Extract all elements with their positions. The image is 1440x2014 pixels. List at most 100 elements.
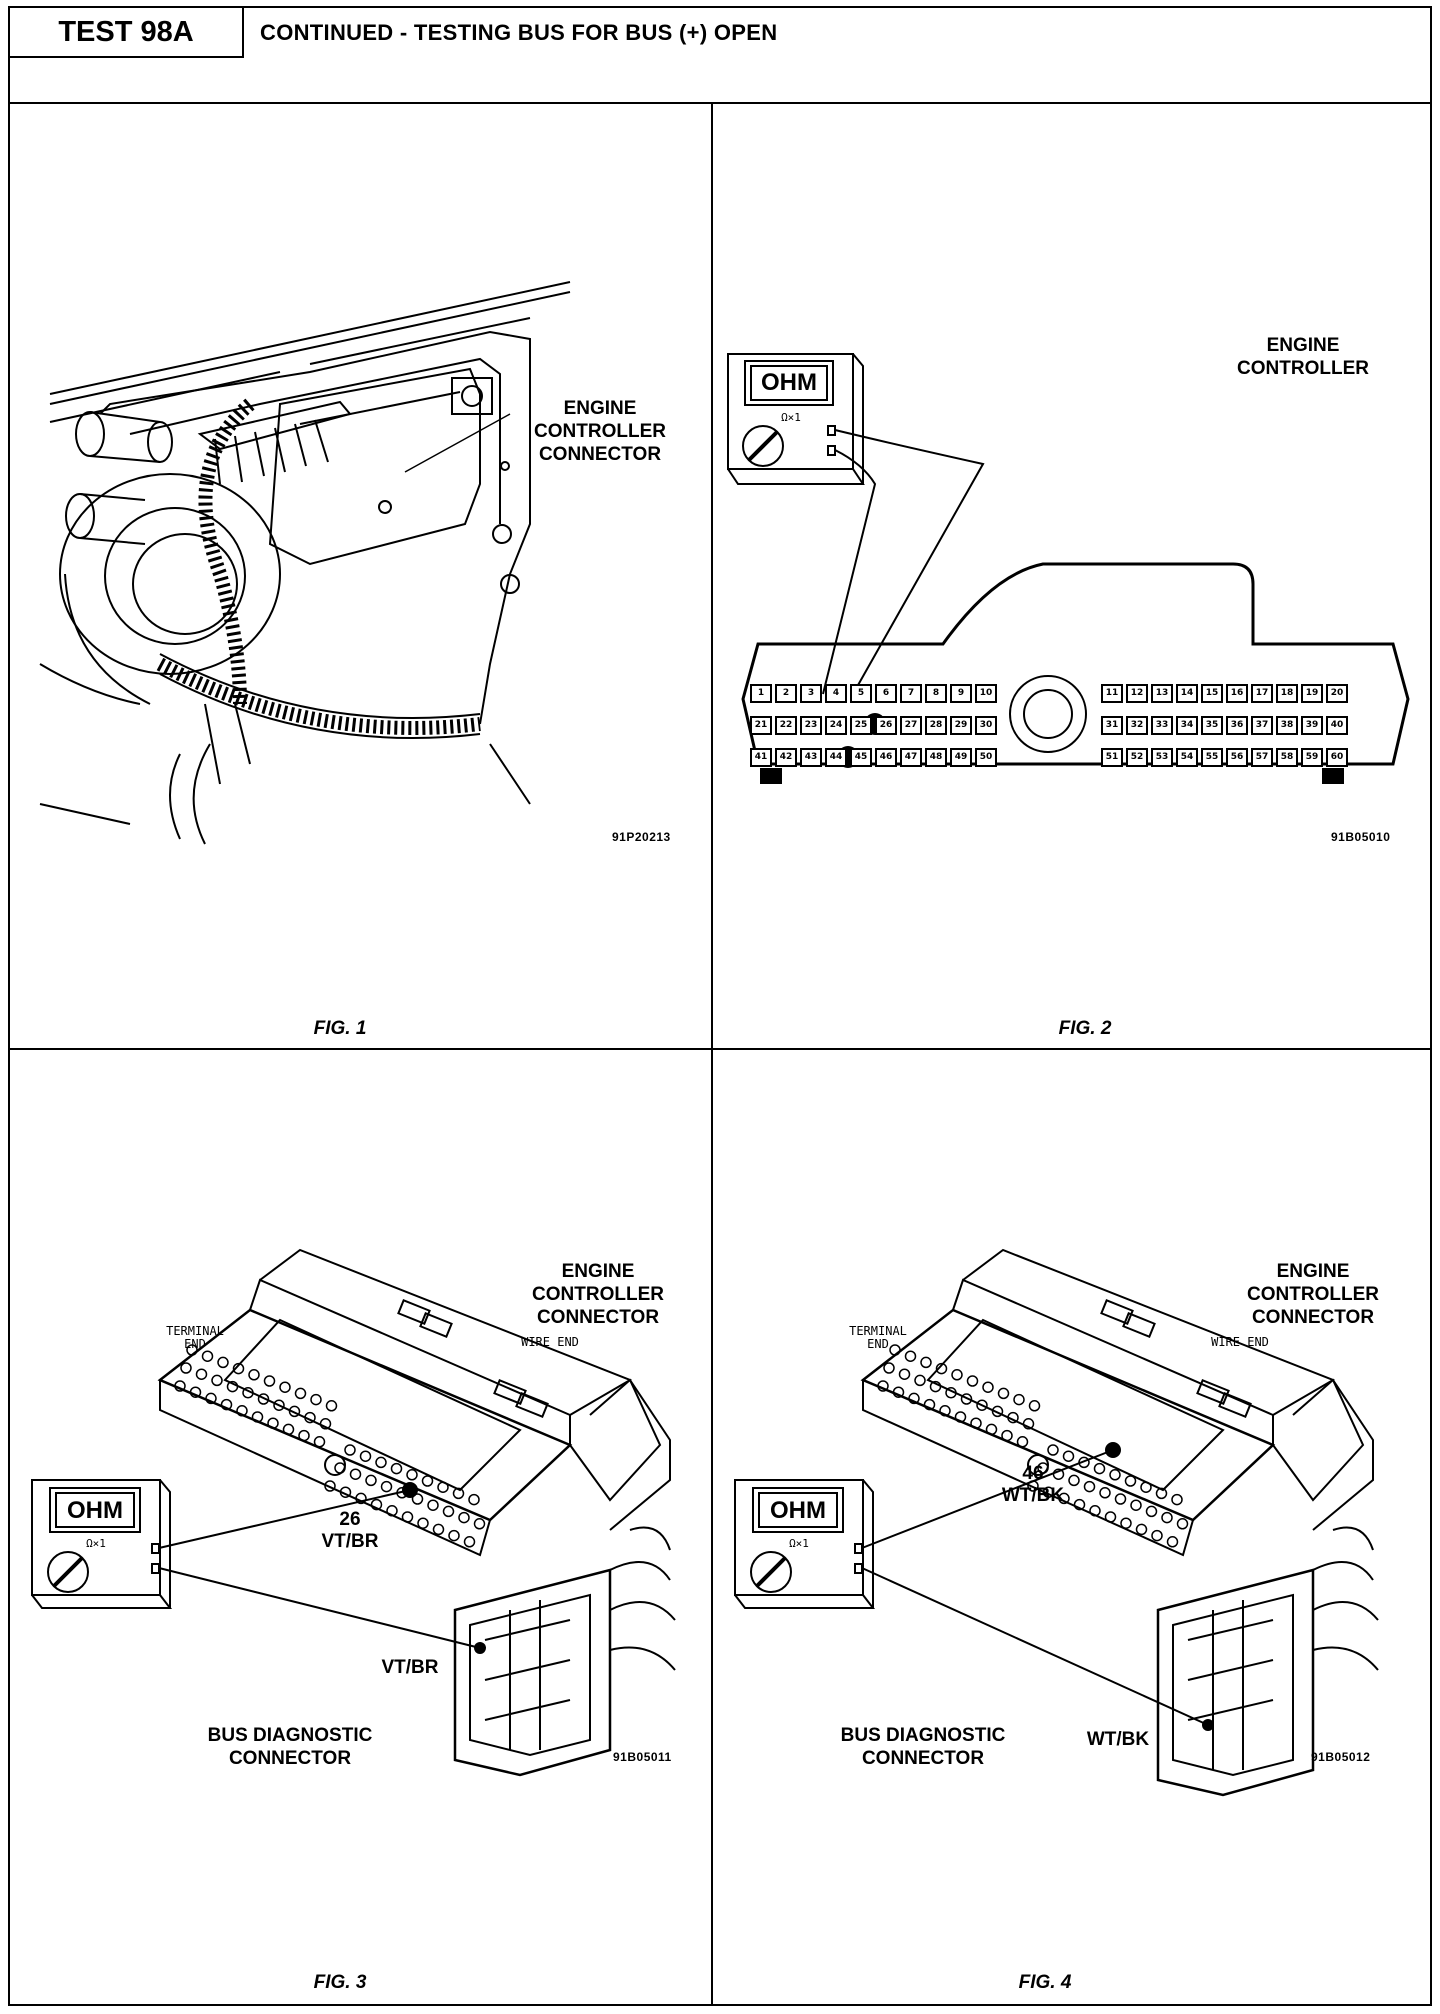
page-sheet: TEST 98A CONTINUED - TESTING BUS FOR BUS… (8, 6, 1432, 2006)
wire-color-label-bus: WT/BK (1086, 1729, 1150, 1750)
connector-pin-hole (945, 1387, 957, 1399)
connector-pin-hole (406, 1469, 418, 1481)
wire-color-label-bus: VT/BR (381, 1657, 439, 1678)
terminal-20: 20 (1326, 684, 1348, 703)
terminal-46: 46 (875, 748, 897, 767)
terminal-47: 47 (900, 748, 922, 767)
connector-pin-hole (1083, 1480, 1096, 1493)
figure-2-label: FIG. 2 (1058, 1018, 1112, 1039)
connector-pin-hole (1042, 1486, 1055, 1498)
terminal-end-line: TERMINAL (849, 1324, 907, 1338)
connector-pin-hole (1120, 1517, 1132, 1529)
figure-1-panel: ENGINE CONTROLLER CONNECTOR 91P20213 FIG… (10, 104, 710, 1048)
meter-range: Ω×1 (781, 411, 801, 424)
connector-pin-hole (211, 1374, 223, 1387)
terminal-11: 11 (1101, 684, 1123, 703)
connector-pin-hole (325, 1400, 338, 1412)
terminal-50: 50 (975, 748, 997, 767)
connector-pin-hole (935, 1362, 948, 1375)
terminal-43: 43 (800, 748, 822, 767)
wire-color-label-terminal: VT/BR (321, 1531, 379, 1552)
connector-pin-hole (1058, 1492, 1070, 1505)
terminal-59: 59 (1301, 748, 1323, 767)
terminal-end-label: TERMINAL END (150, 1325, 240, 1351)
terminal-24: 24 (825, 716, 847, 735)
terminal-5: 5 (850, 684, 872, 703)
terminal-29: 29 (950, 716, 972, 735)
terminal-9: 9 (950, 684, 972, 703)
connector-pin-hole (195, 1368, 208, 1380)
connector-pin-hole (929, 1380, 942, 1393)
terminal-44: 44 (825, 748, 847, 767)
connector-pin-hole (939, 1405, 951, 1417)
connector-pin-hole (1124, 1475, 1137, 1487)
connector-pin-hole (186, 1344, 198, 1356)
pin-number-label: 46 (1022, 1463, 1044, 1484)
terminal-31: 31 (1101, 716, 1123, 735)
terminal-38: 38 (1276, 716, 1298, 735)
terminal-end-line: TERMINAL (166, 1324, 224, 1338)
callout-line: CONTROLLER (532, 1284, 664, 1305)
probe-dot-46 (1105, 1442, 1121, 1458)
terminal-35: 35 (1201, 716, 1223, 735)
connector-pin-hole (1130, 1499, 1142, 1511)
connector-pin-hole (991, 1405, 1004, 1418)
connector-pin-hole (411, 1493, 424, 1505)
connector-pin-hole (313, 1436, 326, 1448)
connector-pin-hole (1155, 1487, 1168, 1500)
connector-pin-hole (914, 1374, 926, 1387)
figure-2-code: 91B05010 (1331, 830, 1391, 844)
connector-pin-hole (1028, 1400, 1041, 1412)
terminal-37: 37 (1251, 716, 1273, 735)
connector-pin-hole (458, 1511, 470, 1524)
connector-pin-hole (189, 1386, 202, 1398)
connector-pin-hole (298, 1429, 310, 1442)
terminal-33: 33 (1151, 716, 1173, 735)
connector-pin-hole (1151, 1529, 1163, 1542)
connector-pin-hole (1073, 1498, 1086, 1511)
connector-pin-hole (1176, 1518, 1189, 1530)
connector-pin-hole (1062, 1450, 1075, 1462)
terminal-40: 40 (1326, 716, 1348, 735)
connector-pin-hole (432, 1523, 445, 1536)
terminal-16: 16 (1226, 684, 1248, 703)
terminal-45: 45 (850, 748, 872, 767)
connector-pin-hole (282, 1423, 295, 1436)
terminal-39: 39 (1301, 716, 1323, 735)
connector-pin-hole (205, 1392, 217, 1405)
connector-pin-hole (976, 1399, 988, 1411)
connector-pin-hole (421, 1475, 434, 1487)
probe-dot-bus (474, 1642, 486, 1654)
connector-pin-hole (427, 1499, 439, 1511)
figure-3-callout: ENGINE CONTROLLER CONNECTOR (508, 1260, 688, 1329)
terminal-19: 19 (1301, 684, 1323, 703)
figure-4-code: 91B05012 (1311, 1750, 1371, 1764)
terminal-23: 23 (800, 716, 822, 735)
terminal-12: 12 (1126, 684, 1148, 703)
page-header: TEST 98A CONTINUED - TESTING BUS FOR BUS… (10, 8, 1430, 104)
callout-line: ENGINE (561, 1261, 635, 1282)
connector-pin-hole (437, 1481, 449, 1493)
terminal-6: 6 (875, 684, 897, 703)
connector-pin-hole (370, 1498, 383, 1511)
connector-pin-hole (1007, 1411, 1019, 1424)
connector-pin-hole (970, 1417, 982, 1429)
figure-1-label: FIG. 1 (313, 1018, 367, 1039)
callout-line: CONTROLLER (1247, 1284, 1379, 1305)
connector-pin-hole (1016, 1436, 1029, 1448)
figure-3-panel: TERMINAL END WIRE END ENGINE CONTROLLER … (10, 1050, 710, 2006)
connector-pin-hole (1068, 1474, 1080, 1487)
terminal-26: 26 (875, 716, 897, 735)
terminal-48: 48 (925, 748, 947, 767)
terminal-51: 51 (1101, 748, 1123, 767)
bus-connector-line: CONNECTOR (228, 1748, 352, 1769)
bus-connector-line: BUS DIAGNOSTIC (207, 1725, 373, 1746)
connector-pin-hole (294, 1387, 307, 1400)
connector-pin-hole (1145, 1505, 1158, 1518)
connector-pin-hole (359, 1450, 372, 1462)
connector-pin-hole (417, 1517, 429, 1529)
connector-pin-hole (468, 1493, 480, 1506)
